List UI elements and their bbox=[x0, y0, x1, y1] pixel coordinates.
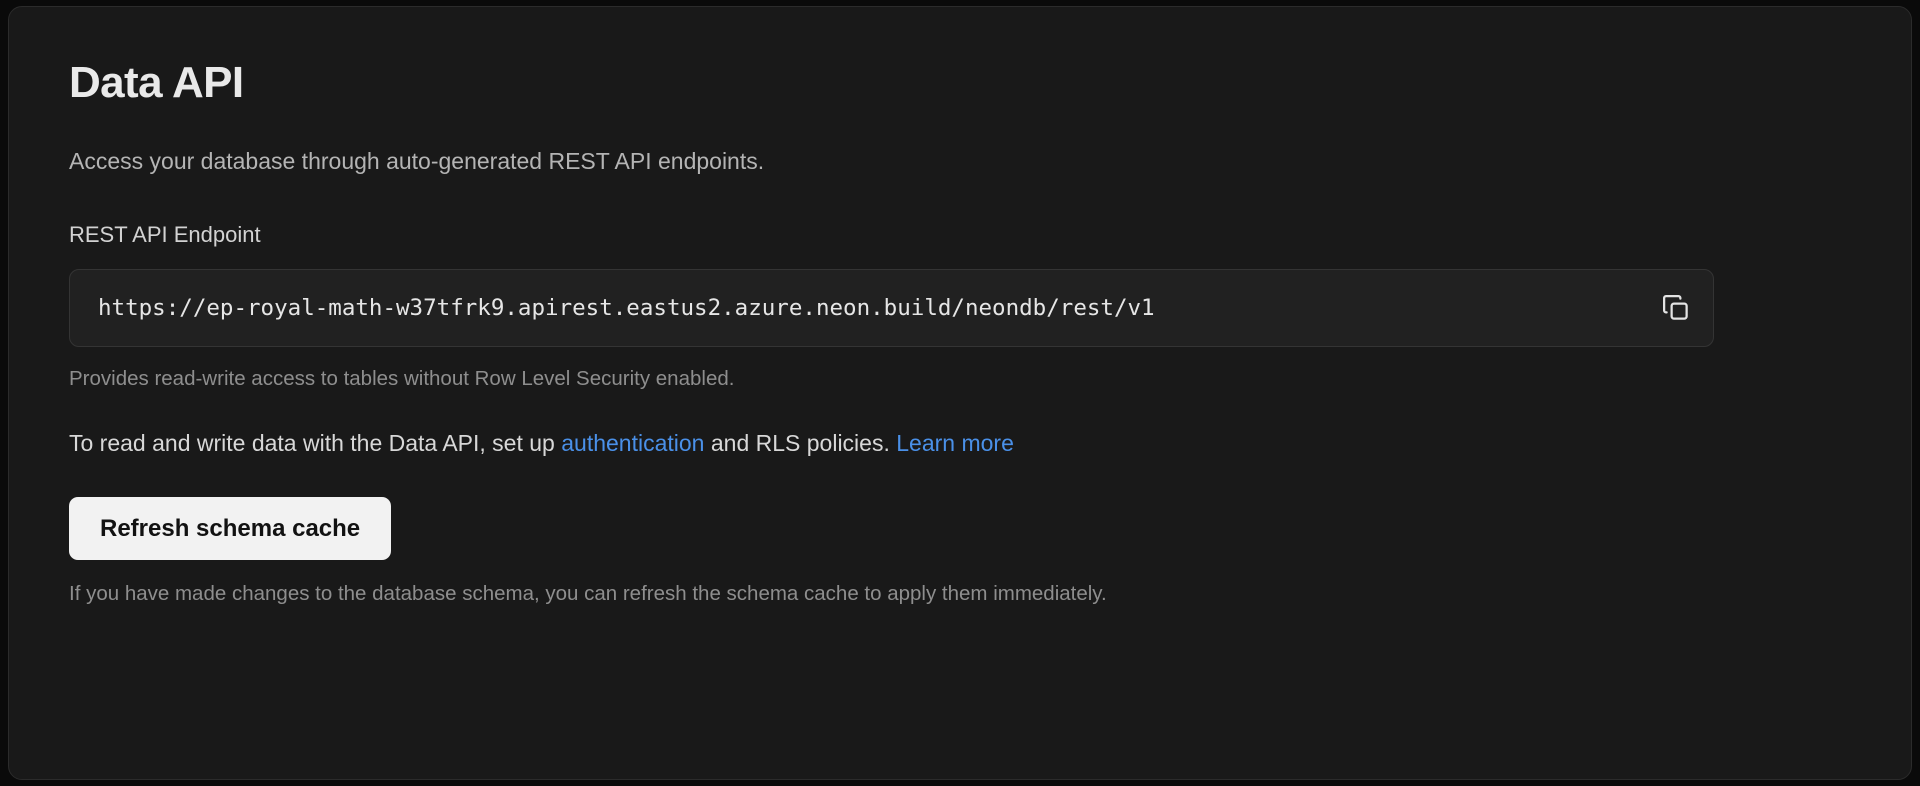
endpoint-helper-text: Provides read-write access to tables wit… bbox=[69, 366, 735, 390]
endpoint-field-label: REST API Endpoint bbox=[69, 222, 261, 248]
page-title: Data API bbox=[69, 58, 244, 107]
endpoint-url-input[interactable]: https://ep-royal-math-w37tfrk9.apirest.e… bbox=[98, 294, 1155, 321]
authentication-link[interactable]: authentication bbox=[561, 430, 705, 457]
data-api-info-paragraph: To read and write data with the Data API… bbox=[69, 429, 1851, 459]
refresh-helper-text: If you have made changes to the database… bbox=[69, 582, 1107, 606]
copy-icon bbox=[1661, 293, 1691, 323]
data-api-card: Data API Access your database through au… bbox=[8, 6, 1912, 780]
learn-more-link[interactable]: Learn more bbox=[896, 430, 1014, 457]
card-content: Data API Access your database through au… bbox=[9, 7, 1911, 608]
endpoint-input-group: https://ep-royal-math-w37tfrk9.apirest.e… bbox=[69, 268, 1714, 347]
refresh-schema-cache-button[interactable]: Refresh schema cache bbox=[69, 497, 392, 561]
info-text-before-link: To read and write data with the Data API… bbox=[69, 430, 562, 457]
info-text-between-links: and RLS policies. bbox=[704, 430, 897, 457]
copy-endpoint-button[interactable] bbox=[1639, 270, 1713, 346]
page-subtitle: Access your database through auto-genera… bbox=[69, 148, 765, 175]
